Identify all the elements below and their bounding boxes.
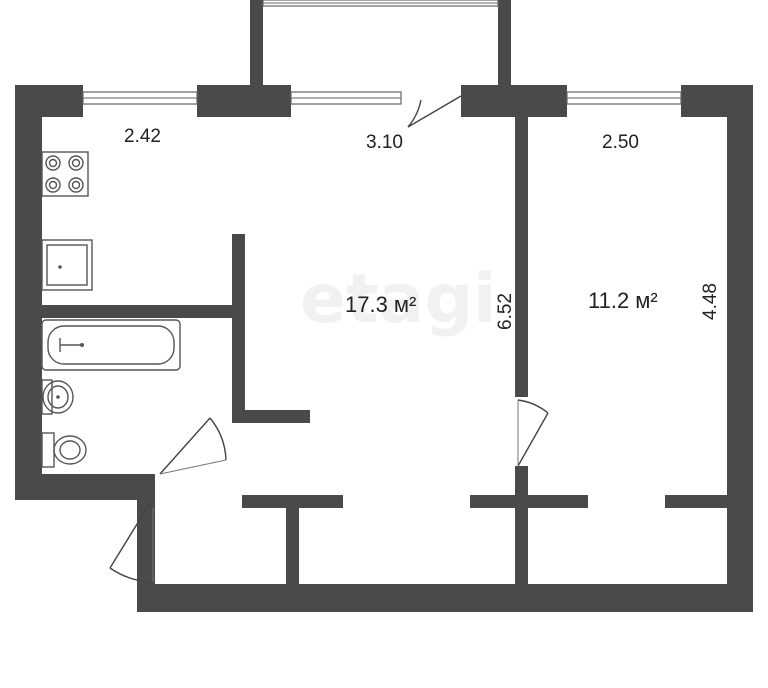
- wall-center-stub: [470, 495, 588, 508]
- wall-right: [727, 85, 753, 612]
- kitchen-width-label: 2.42: [124, 126, 161, 147]
- windows: [82, 91, 682, 105]
- balcony-door-leaf: [407, 95, 462, 128]
- balcony-wall-left: [250, 0, 263, 88]
- bedroom-area: 11.2 м²: [588, 288, 658, 313]
- wall-bottom: [137, 584, 753, 612]
- wall-bedroom-stub: [665, 495, 727, 508]
- wall-bath-bottom: [15, 474, 155, 500]
- doors: [109, 95, 549, 583]
- wall-corridor-post: [286, 495, 299, 585]
- balcony: [250, 0, 511, 88]
- wall-partition-lower: [515, 466, 528, 586]
- bedroom-width-label: 2.50: [602, 132, 639, 153]
- entrance-door-leaf: [109, 502, 151, 569]
- wall-bath-stub: [232, 410, 310, 423]
- bedroom-door-leaf: [517, 412, 549, 467]
- watermark: etagi: [300, 260, 497, 339]
- main-length-label: 6.52: [495, 293, 516, 330]
- main-room-area: 17.3 м²: [345, 292, 416, 317]
- wall-partition-upper: [515, 117, 528, 397]
- stove: [41, 151, 89, 197]
- wall-left: [15, 85, 42, 500]
- kitchen-sink: [41, 239, 93, 291]
- bathtub: [41, 319, 181, 371]
- wall-top-3: [461, 85, 567, 117]
- wall-bath-vertical: [232, 234, 245, 420]
- bathroom-door-leaf: [159, 417, 211, 475]
- main-width-label: 3.10: [366, 132, 403, 153]
- bedroom-length-label: 4.48: [700, 283, 721, 320]
- toilet: [41, 432, 87, 468]
- wall-kitchen-bath: [42, 305, 232, 318]
- wall-top-2: [197, 85, 291, 117]
- balcony-wall-right: [498, 0, 511, 88]
- bathroom-sink: [41, 379, 74, 415]
- interior-walls: [42, 117, 727, 586]
- exterior-walls: [15, 85, 753, 612]
